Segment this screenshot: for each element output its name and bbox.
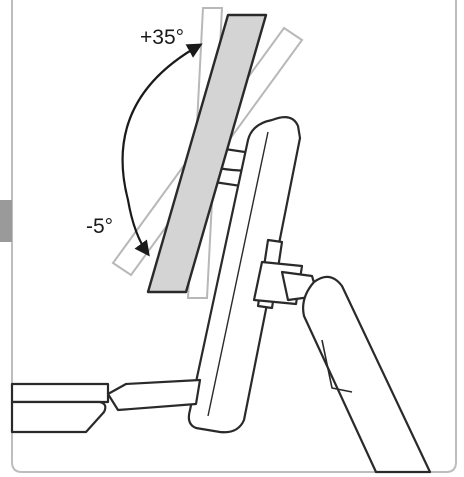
desk-stand	[10, 382, 110, 404]
frame-border	[11, 0, 457, 473]
monitor-housing	[187, 115, 302, 434]
monitor-body	[10, 115, 432, 474]
tilt-back-label: +35°	[140, 26, 184, 49]
stand-arm	[106, 378, 202, 412]
support-arm	[302, 275, 432, 474]
edge-tab	[0, 200, 12, 242]
support-arm-detail	[321, 339, 353, 393]
stand-foot	[10, 400, 107, 434]
tilt-arc-arrow	[121, 43, 203, 257]
housing-inner-edge	[207, 131, 269, 417]
tilt-forward-label: -5°	[86, 215, 113, 238]
